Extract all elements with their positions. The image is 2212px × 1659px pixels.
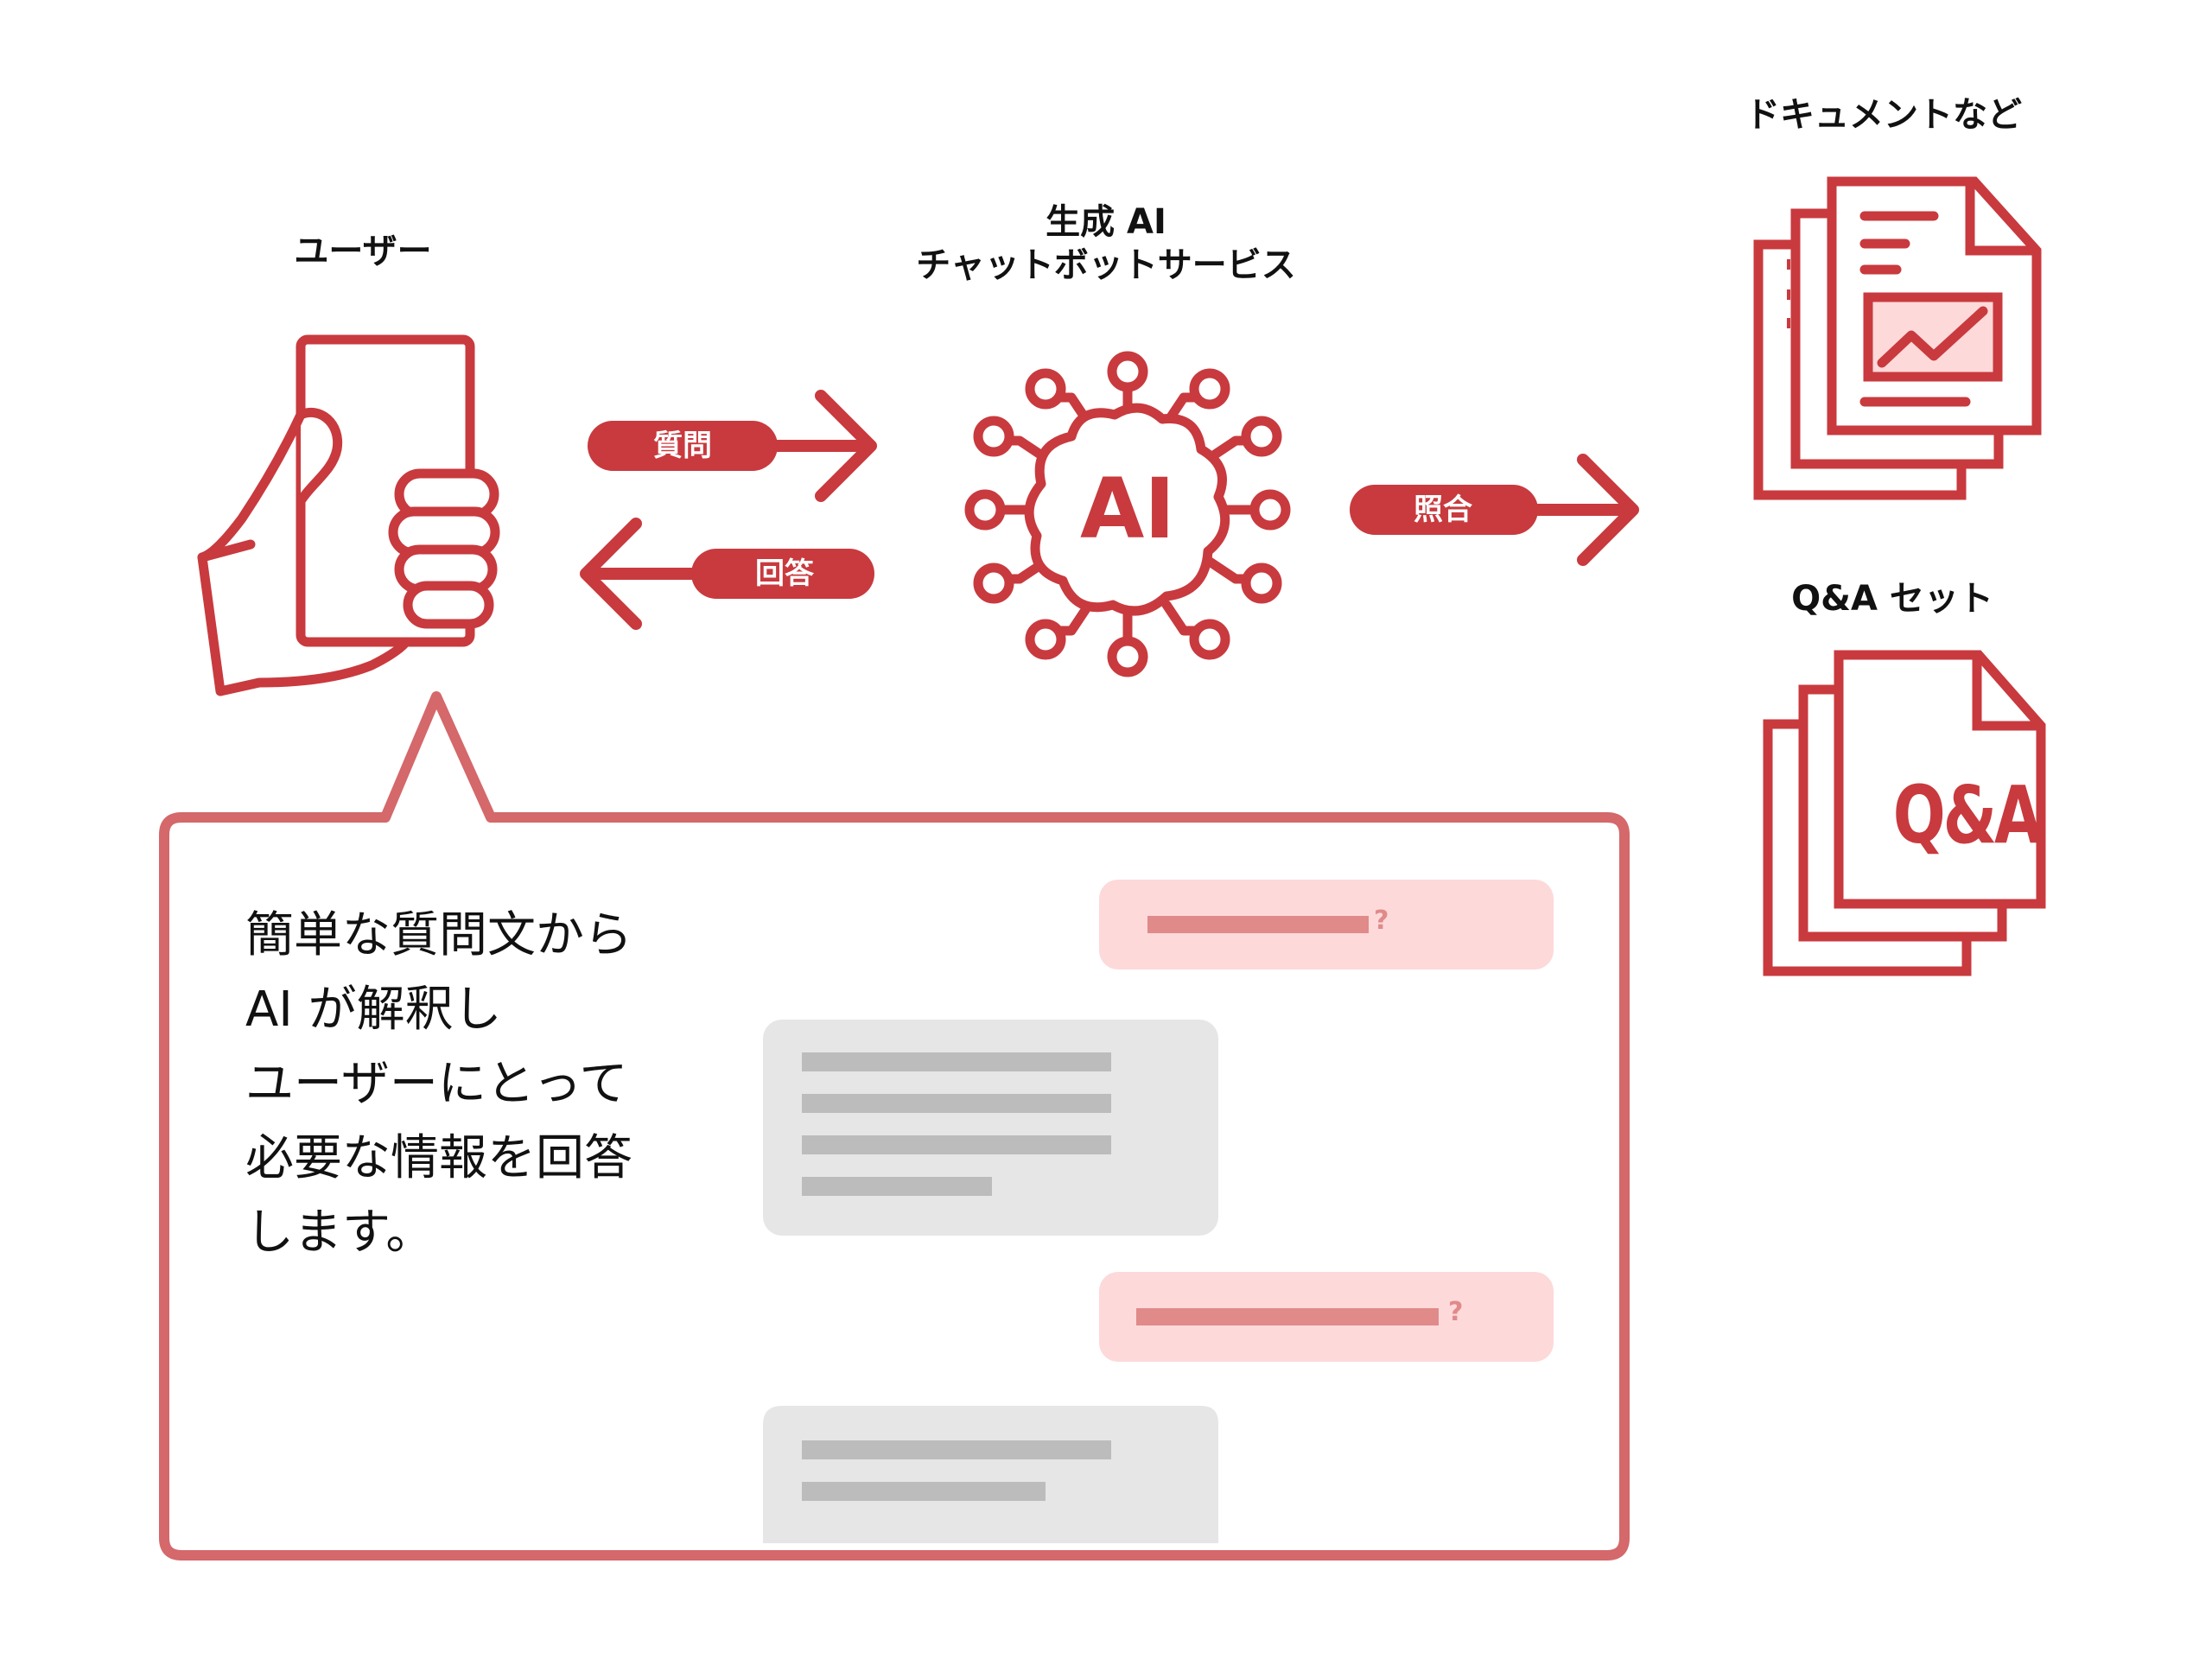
callout-description: 簡単な質問文から AI が解釈し ユーザーにとって 必要な情報を回答 します。 <box>245 899 695 1270</box>
qa-set-label: Q&A セット <box>1791 579 1993 619</box>
ai-chip-text: AI <box>1080 461 1175 557</box>
hand-holding-phone-icon <box>197 334 500 696</box>
description-line: します。 <box>245 1205 435 1261</box>
lookup-label: 照合 <box>1414 493 1472 527</box>
description-line: AI が解釈し <box>245 982 502 1038</box>
answer-arrow <box>580 518 874 630</box>
description-line: 必要な情報を回答 <box>245 1130 632 1186</box>
chat-mock <box>763 880 1554 1543</box>
chat-question-mark: ? <box>1374 906 1389 936</box>
chat-ai-bubble-2 <box>763 1406 1218 1543</box>
description-line: 簡単な質問文から <box>245 907 632 963</box>
lookup-arrow <box>1350 454 1639 566</box>
document-stack-icon <box>1753 176 2042 500</box>
chat-question-mark: ? <box>1448 1297 1464 1327</box>
description-line: ユーザーにとって <box>245 1056 628 1112</box>
documents-label: ドキュメントなど <box>1745 95 2022 135</box>
question-arrow <box>588 390 877 502</box>
qa-document-stack-icon <box>1763 650 2046 976</box>
chat-ai-bubble-1 <box>763 1020 1218 1236</box>
user-label: ユーザー <box>294 232 432 271</box>
ai-chip-icon <box>964 351 1291 677</box>
qa-doc-text: Q&A <box>1892 769 2043 861</box>
answer-label: 回答 <box>755 556 814 591</box>
question-label: 質問 <box>653 429 712 463</box>
ai-service-label: 生成 AI チャットボットサービス <box>864 200 1348 287</box>
ai-service-label-line1: 生成 AI <box>1046 202 1166 242</box>
ai-service-label-line2: チャットボットサービス <box>916 245 1296 285</box>
